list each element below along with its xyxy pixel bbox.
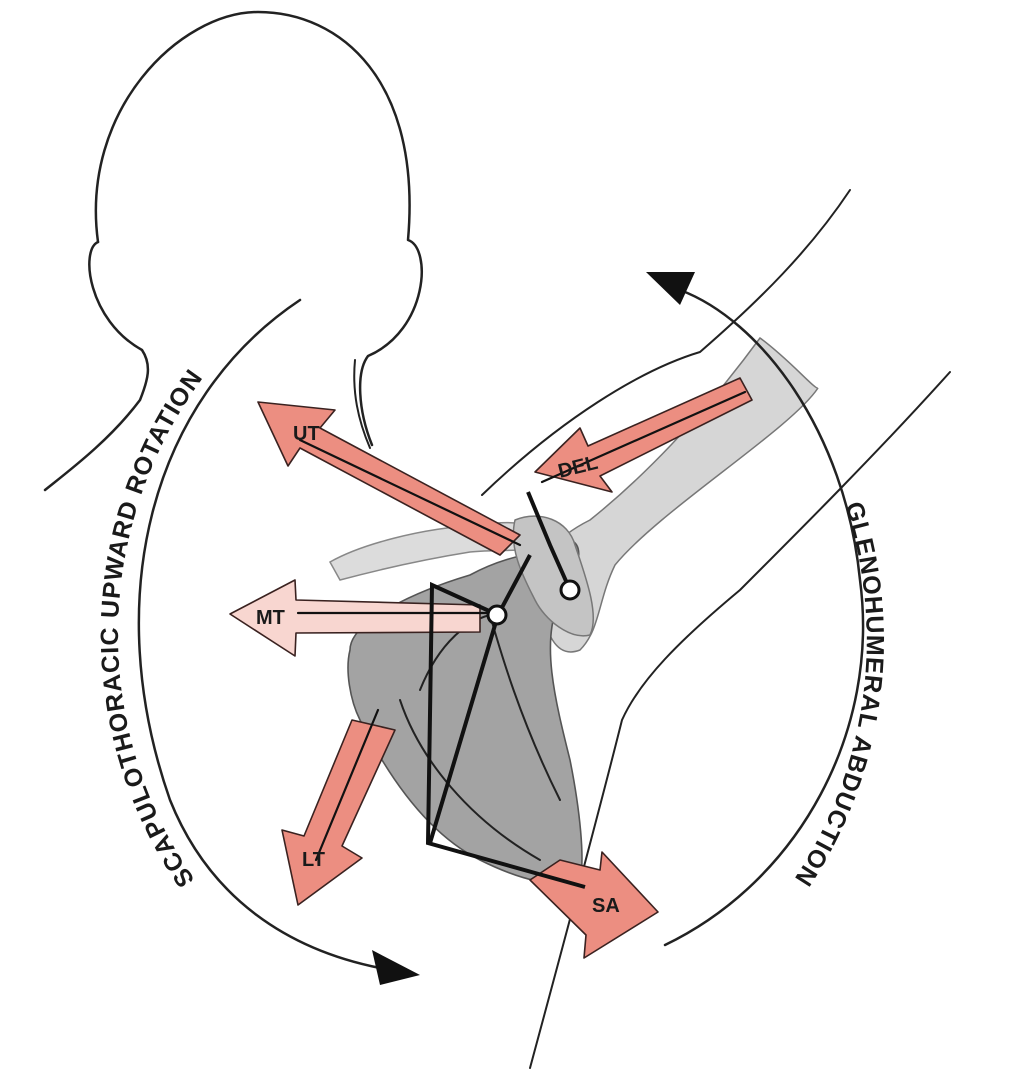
arm-upper-contour (482, 190, 850, 495)
lt-force-arrow: LT (282, 710, 395, 905)
glenohumeral-arrowhead (646, 272, 695, 305)
head-outline (96, 12, 422, 445)
ut-force-arrow: UT (258, 402, 520, 555)
glenohumeral-joint-center (561, 581, 579, 599)
scapulothoracic-label: SCAPULOTHORACIC UPWARD ROTATION (96, 364, 209, 892)
lt-label: LT (302, 849, 325, 871)
scapulothoracic-rotation-center (488, 606, 506, 624)
mt-label: MT (256, 607, 285, 629)
sa-label: SA (592, 895, 620, 917)
ut-label: UT (293, 423, 320, 445)
scapulothoracic-arrowhead (372, 950, 420, 985)
left-ear (45, 242, 148, 490)
glenohumeral-label: GLENOHUMERAL ABDUCTION (789, 499, 889, 892)
sa-force-arrow: SA (530, 852, 658, 958)
